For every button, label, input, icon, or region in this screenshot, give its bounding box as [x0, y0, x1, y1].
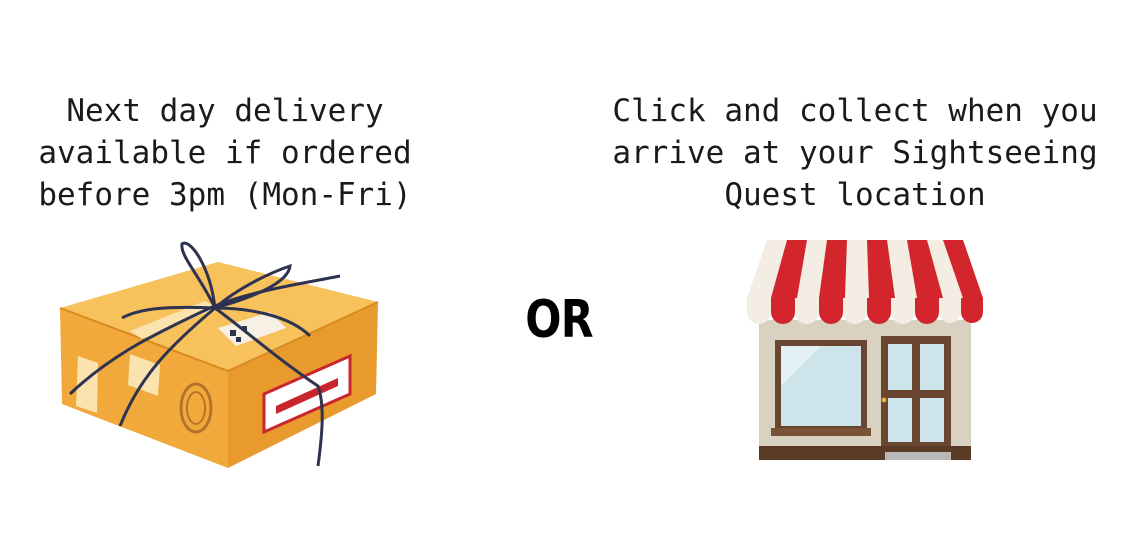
delivery-line-2: available if ordered [38, 135, 412, 171]
collect-caption: Click and collect when you arrive at you… [600, 90, 1110, 216]
shop-front-icon [747, 240, 983, 460]
or-separator: OR [525, 290, 593, 350]
collect-line-2: arrive at your Sightseeing [612, 135, 1098, 171]
delivery-line-1: Next day delivery [66, 93, 384, 129]
delivery-caption: Next day delivery available if ordered b… [10, 90, 440, 216]
parcel-box-icon [59, 241, 379, 468]
collect-line-1: Click and collect when you [612, 93, 1098, 129]
collect-line-3: Quest location [724, 177, 986, 213]
delivery-line-3: before 3pm (Mon-Fri) [38, 177, 412, 213]
